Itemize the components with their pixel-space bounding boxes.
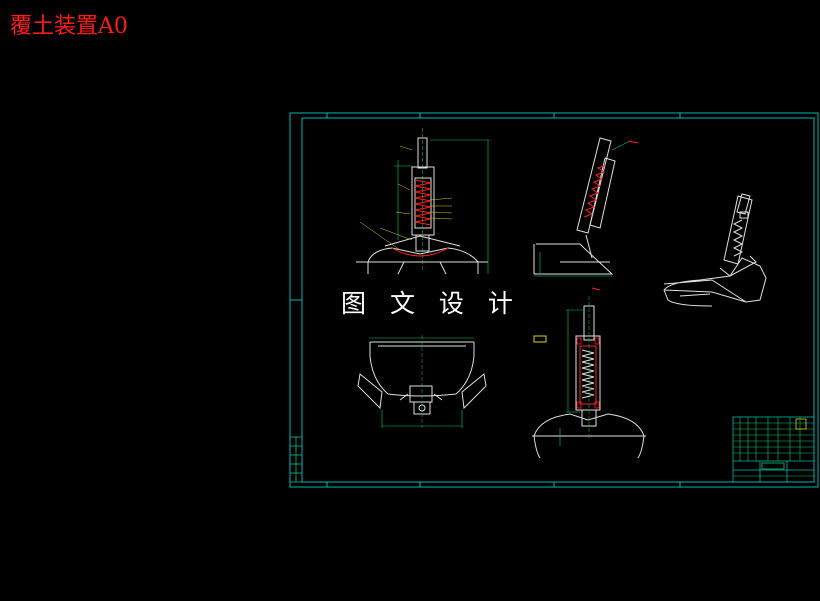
side-view (533, 137, 639, 277)
drawing-title: 覆土装置A0 (10, 14, 128, 39)
bottom-view (357, 335, 487, 428)
front-view (356, 128, 490, 275)
isometric-view (663, 193, 767, 307)
section-view (532, 287, 646, 459)
sheet-frame (289, 112, 819, 488)
title-block (732, 416, 815, 483)
revision-block (289, 436, 303, 483)
watermark-text: 图 文 设 计 (341, 289, 521, 318)
